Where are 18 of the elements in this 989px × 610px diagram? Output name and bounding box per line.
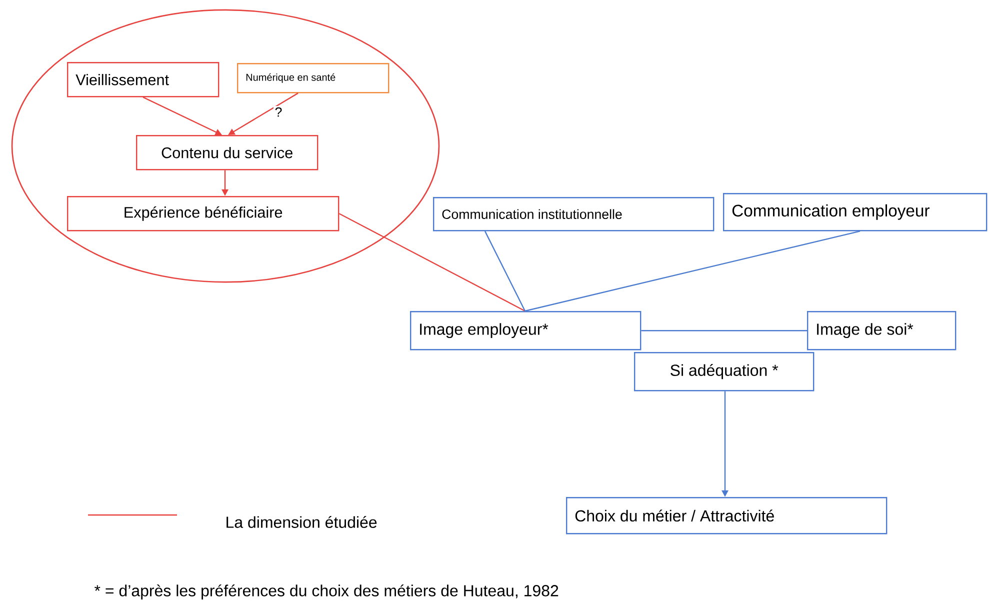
text-box: Communication institutionnelle [433,197,714,232]
text-box: Expérience bénéficiaire [67,196,340,232]
text-box: Numérique en santé [237,63,390,94]
connector-line [524,230,860,312]
grouping-ellipse [11,9,440,283]
legend-text: La dimension étudiée [226,516,377,528]
text-box: Choix du métier / Attractivité [566,496,888,534]
text-box: Vieillissement [67,62,220,98]
footnote: * = d’après les préférences du choix des métiers de Huteau, 1982 [94,584,558,600]
edge-label: ? [273,106,284,118]
text-box: Image employeur* [410,311,642,350]
text-box: Si adéquation * [634,352,814,392]
connector-line [484,230,526,312]
text-box: Image de soi* [807,311,956,350]
text-box: Communication employeur [723,193,988,232]
connector-line [641,330,807,332]
text-box: Contenu du service [136,135,318,170]
connector-line [338,213,526,312]
